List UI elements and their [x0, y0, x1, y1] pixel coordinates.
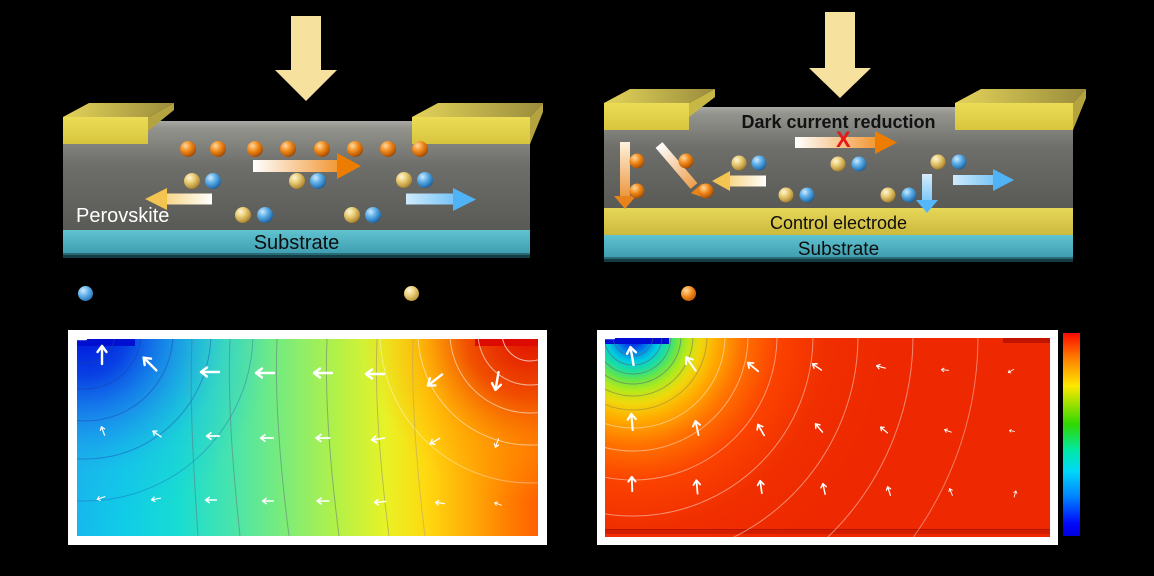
electron-right-arrow-icon: [406, 188, 476, 211]
electron-down-arrow-icon: [916, 174, 938, 213]
blocked-x-marker: X: [836, 127, 851, 152]
orange-carrier-row: [180, 141, 428, 157]
substrate-label-right: Substrate: [797, 239, 880, 260]
right-electrode: [955, 89, 1086, 130]
gold-carrier-sphere-icon: [404, 286, 419, 301]
right-device-illustration: [604, 12, 1086, 262]
left-electrode: [604, 89, 715, 130]
hole-left-arrow-icon: [145, 188, 212, 210]
right-electrode-notch: [1003, 338, 1050, 343]
left-electrode: [63, 103, 174, 144]
left-device-illustration: [63, 16, 543, 258]
electron-right-arrow-icon: [953, 169, 1014, 191]
orange-drift-arrow-icon: [253, 153, 361, 179]
colorbar: [1063, 333, 1080, 536]
bottom-electrode-line: [605, 530, 1050, 534]
left-electrode-notch: [77, 339, 135, 346]
orange-carriers-left: [629, 153, 714, 199]
hole-left-arrow-icon: [712, 171, 766, 191]
perovskite-label: Perovskite: [76, 205, 170, 227]
carrier-pairs: [731, 154, 967, 203]
right-electrode-notch: [475, 339, 538, 346]
left-potential-heatmap: [77, 339, 538, 536]
dark-current-reduction-label: Dark current reduction: [741, 112, 936, 132]
substrate-layer: [604, 235, 1073, 262]
blocked-drift-arrow-icon: [795, 131, 897, 154]
right-electrode: [412, 103, 543, 144]
left-simulation-panel: [68, 330, 547, 545]
orange-down-arrow-icon: [614, 142, 636, 209]
light-beam-arrow-icon: [809, 12, 871, 98]
substrate-label-left: Substrate: [253, 232, 340, 254]
substrate-layer: [63, 230, 530, 258]
control-electrode-label: Control electrode: [769, 213, 908, 233]
control-electrode-layer: [604, 208, 1073, 235]
right-simulation-panel: [597, 330, 1058, 545]
right-potential-heatmap: [605, 338, 1050, 537]
light-beam-arrow-icon: [275, 16, 337, 101]
orange-carrier-sphere-icon: [681, 286, 696, 301]
carrier-pairs-mid: [184, 172, 433, 189]
contour-lines: [77, 339, 538, 536]
blue-carrier-sphere-icon: [78, 286, 93, 301]
left-electrode-notch: [605, 338, 669, 344]
carrier-pairs-bottom: [235, 207, 381, 223]
